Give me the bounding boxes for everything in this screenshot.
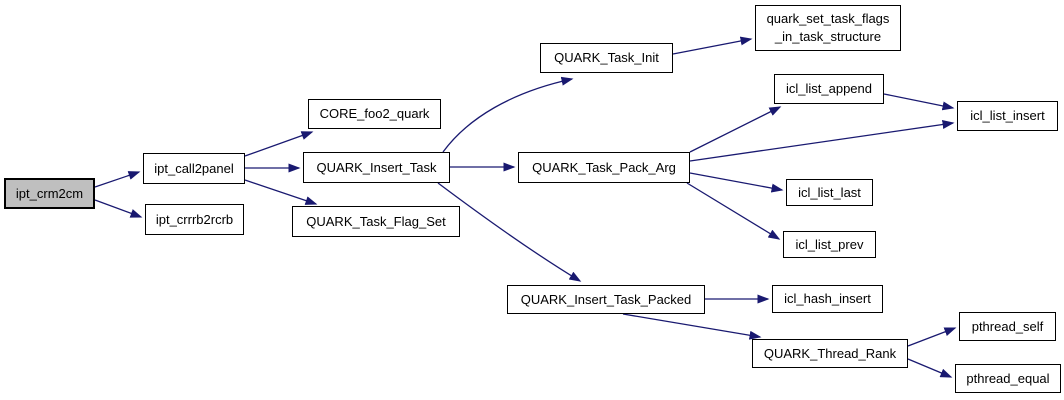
node-quark_set_task_flags_in_task_structure[interactable]: quark_set_task_flags _in_task_structure (755, 5, 901, 51)
node-QUARK_Insert_Task_Packed[interactable]: QUARK_Insert_Task_Packed (507, 285, 705, 314)
node-ipt_call2panel[interactable]: ipt_call2panel (143, 153, 245, 184)
node-pthread_self[interactable]: pthread_self (959, 312, 1056, 341)
edge-QUARK_Insert_Task-to-QUARK_Insert_Task_Packed (437, 182, 582, 282)
edge-QUARK_Task_Pack_Arg-to-icl_list_append (689, 106, 782, 153)
edge-ipt_crm2cm-to-ipt_crrrb2rcrb (94, 199, 143, 218)
edge-QUARK_Task_Pack_Arg-to-icl_list_last (689, 172, 784, 193)
edge-QUARK_Thread_Rank-to-pthread_equal (907, 358, 953, 378)
node-QUARK_Thread_Rank[interactable]: QUARK_Thread_Rank (752, 339, 908, 368)
node-QUARK_Insert_Task[interactable]: QUARK_Insert_Task (303, 152, 450, 183)
edge-QUARK_Insert_Task-to-QUARK_Task_Init (442, 76, 574, 153)
edges-group (94, 36, 957, 378)
edge-QUARK_Insert_Task_Packed-to-QUARK_Thread_Rank (622, 313, 762, 340)
node-QUARK_Task_Flag_Set[interactable]: QUARK_Task_Flag_Set (292, 206, 460, 237)
edge-QUARK_Task_Init-to-quark_set_task_flags_in_task_structure (672, 36, 753, 55)
node-icl_list_prev[interactable]: icl_list_prev (783, 231, 876, 258)
edge-QUARK_Task_Pack_Arg-to-icl_list_prev (686, 182, 781, 240)
node-ipt_crrrb2rcrb[interactable]: ipt_crrrb2rcrb (145, 204, 244, 235)
edge-ipt_crm2cm-to-ipt_call2panel (94, 171, 141, 188)
edge-QUARK_Thread_Rank-to-pthread_self (907, 327, 957, 347)
node-QUARK_Task_Init[interactable]: QUARK_Task_Init (540, 43, 673, 73)
node-ipt_crm2cm: ipt_crm2cm (4, 178, 95, 209)
edge-ipt_call2panel-to-CORE_foo2_quark (244, 131, 314, 157)
node-QUARK_Task_Pack_Arg[interactable]: QUARK_Task_Pack_Arg (518, 152, 690, 183)
node-CORE_foo2_quark[interactable]: CORE_foo2_quark (308, 99, 441, 129)
node-icl_hash_insert[interactable]: icl_hash_insert (772, 285, 883, 313)
node-icl_list_insert[interactable]: icl_list_insert (957, 101, 1058, 131)
node-pthread_equal[interactable]: pthread_equal (955, 364, 1061, 393)
node-icl_list_append[interactable]: icl_list_append (774, 74, 884, 104)
node-icl_list_last[interactable]: icl_list_last (786, 179, 873, 206)
edge-ipt_call2panel-to-QUARK_Task_Flag_Set (244, 179, 318, 205)
edge-icl_list_append-to-icl_list_insert (883, 93, 955, 111)
edge-QUARK_Task_Pack_Arg-to-icl_list_insert (689, 120, 955, 162)
